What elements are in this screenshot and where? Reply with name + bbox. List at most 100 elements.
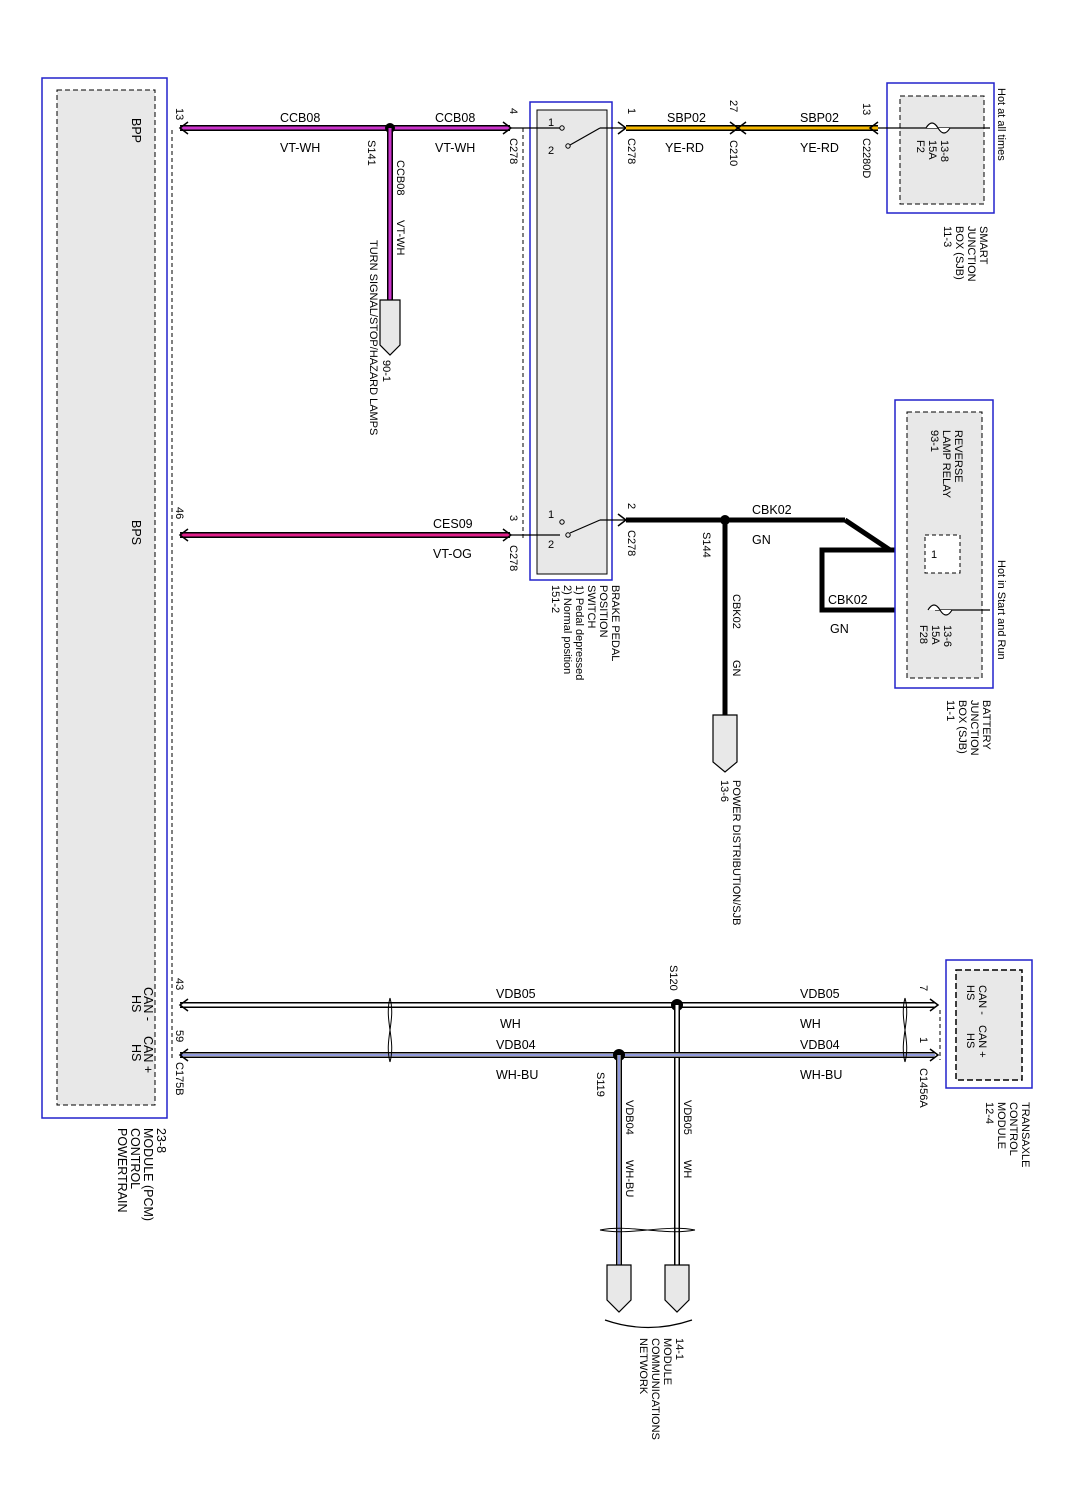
pin-number-2-c278: 2 [625, 503, 637, 509]
wire-vdb04-down-color: WH-BU [623, 1160, 635, 1197]
svg-text:TRANSAXLE: TRANSAXLE [1019, 1102, 1031, 1167]
svg-text:13-6: 13-6 [718, 780, 730, 802]
wire-sbp02-a-circuit: SBP02 [667, 111, 706, 125]
wire-ces09-color: VT-OG [433, 547, 472, 561]
wire-ccb08-a-circuit: CCB08 [280, 111, 320, 125]
twist-marker-pcm [387, 997, 393, 1063]
switch-top-pos2: 2 [548, 145, 554, 157]
wire-sbp02-b-circuit: SBP02 [800, 111, 839, 125]
svg-text:POSITION: POSITION [597, 585, 609, 638]
wire-ccb08 [178, 121, 513, 356]
pin-number-1-c278: 1 [625, 108, 637, 114]
svg-text:POWERTRAIN: POWERTRAIN [115, 1128, 129, 1213]
wire-vdb05 [178, 998, 940, 1265]
svg-text:4: 4 [507, 108, 519, 114]
svg-text:HS: HS [964, 985, 976, 1000]
wire-ces09-circuit: CES09 [433, 517, 473, 531]
fuse-f2: F2 15A 13-8 [914, 140, 950, 162]
pin-label-hs-can-plus: HS CAN + [129, 1036, 155, 1073]
wire-vdb05-a-circuit: VDB05 [496, 987, 536, 1001]
ref-module-comm-network: 14-1 MODULE COMMUNICATIONS NETWORK [637, 1338, 685, 1440]
reverse-lamp-relay: REVERSE LAMP RELAY 93-1 [928, 430, 964, 499]
svg-text:LAMP RELAY: LAMP RELAY [940, 430, 952, 499]
wire-vdb05-down-color: WH [681, 1160, 693, 1178]
svg-text:CAN +: CAN + [141, 1036, 155, 1073]
battery-junction-box [894, 399, 994, 689]
wire-vdb05-b-color: WH [800, 1017, 821, 1031]
svg-text:BPS: BPS [129, 520, 143, 545]
connector-c175b: C175B [173, 1062, 185, 1096]
pin-number-3: 3 [507, 515, 519, 521]
ref-90-1: 90-1 [380, 360, 392, 382]
twist-marker-tcm [902, 997, 908, 1063]
svg-text:15A: 15A [926, 140, 938, 160]
splice-s119-label: S119 [594, 1072, 606, 1097]
svg-text:Hot in Start and Run: Hot in Start and Run [995, 560, 1007, 660]
connector-network-a [606, 1264, 632, 1313]
wire-vdb05-a-color: WH [500, 1017, 521, 1031]
hot-in-start-run: Hot in Start and Run [995, 560, 1007, 660]
pin-label-bpp: BPP [129, 118, 143, 143]
brake-pedal-switch [511, 101, 628, 581]
svg-text:GN: GN [730, 660, 742, 677]
svg-text:C1456A: C1456A [917, 1068, 929, 1108]
pin-number-59: 59 [173, 1030, 185, 1042]
svg-text:C2280D: C2280D [860, 138, 872, 178]
wire-vdb05-down-circuit: VDB05 [681, 1100, 693, 1135]
wire-cbk02 [626, 515, 935, 773]
svg-text:13-6: 13-6 [941, 625, 953, 647]
wire-sbp02 [626, 121, 879, 135]
wire-vdb04-a-color: WH-BU [496, 1068, 538, 1082]
pcm-module [41, 77, 173, 1119]
bpp-switch-label: BRAKE PEDAL POSITION SWITCH 1) Pedal dep… [549, 585, 621, 680]
svg-text:JUNCTION: JUNCTION [968, 700, 980, 756]
wire-vdb04-b-circuit: VDB04 [800, 1038, 840, 1052]
svg-text:HS: HS [129, 1044, 143, 1061]
wire-cbk02-down-circuit: CBK02 [730, 594, 742, 629]
svg-text:S119: S119 [594, 1072, 606, 1097]
svg-text:23-8: 23-8 [154, 1128, 168, 1153]
wire-ccb08-b-circuit: CCB08 [435, 111, 475, 125]
wire-cbk02-down-color: GN [730, 660, 742, 677]
wire-cbk02-b-circuit: CBK02 [828, 593, 868, 607]
svg-text:93-1: 93-1 [928, 430, 940, 452]
svg-text:CAN -: CAN - [976, 985, 988, 1015]
svg-text:14-1: 14-1 [673, 1338, 685, 1360]
bjb-label: BATTERY JUNCTION BOX (SJB) 11-1 [944, 700, 992, 756]
pin-number-4: 4 [507, 108, 519, 114]
svg-text:1) Pedal depressed: 1) Pedal depressed [573, 585, 585, 680]
hot-at-all-times: Hot at all times [995, 88, 1007, 161]
svg-text:S144: S144 [700, 532, 712, 558]
wire-vdb04-b-color: WH-BU [800, 1068, 842, 1082]
svg-text:1: 1 [917, 1037, 929, 1043]
pin-number-7-tcm: 7 [917, 985, 929, 991]
fuse-f28: F28 15A 13-6 [917, 625, 953, 647]
connector-c210: C210 [727, 140, 739, 166]
pin-number-13: 13 [173, 108, 185, 120]
svg-text:C278: C278 [507, 545, 519, 571]
splice-s120-label: S120 [667, 965, 679, 991]
svg-text:S120: S120 [667, 965, 679, 991]
svg-text:SWITCH: SWITCH [585, 585, 597, 628]
wire-vdb04 [178, 1048, 940, 1265]
smart-junction-box [878, 82, 995, 214]
tcm-module [939, 959, 1033, 1089]
switch-bottom-pos1: 1 [548, 509, 554, 521]
svg-text:11-1: 11-1 [944, 700, 956, 721]
svg-text:59: 59 [173, 1030, 185, 1042]
svg-text:S141: S141 [365, 140, 377, 166]
pin-label-hs-can-minus: HS CAN - [129, 987, 155, 1021]
connector-c2280d: C2280D [860, 138, 872, 178]
svg-text:13: 13 [860, 103, 872, 115]
svg-text:WH-BU: WH-BU [623, 1160, 635, 1197]
svg-text:SMART: SMART [977, 226, 989, 265]
svg-text:C278: C278 [507, 138, 519, 164]
svg-text:HS: HS [129, 995, 143, 1012]
connector-c278-c: C278 [625, 530, 637, 556]
svg-text:CBK02: CBK02 [730, 594, 742, 629]
pin-label-bps: BPS [129, 520, 143, 545]
svg-text:BRAKE PEDAL: BRAKE PEDAL [609, 585, 621, 661]
svg-text:Hot at all times: Hot at all times [995, 88, 1007, 161]
switch-top-pos1: 1 [548, 117, 554, 129]
svg-text:CONTROL: CONTROL [128, 1128, 142, 1189]
